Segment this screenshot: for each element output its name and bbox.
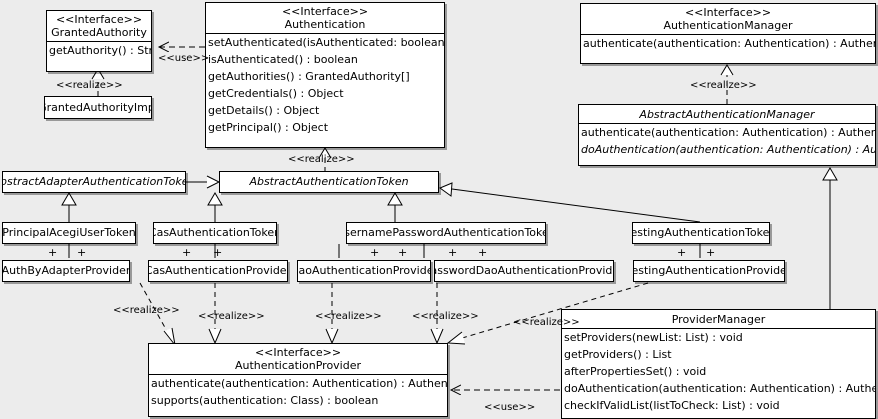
multiplicity-plus: + (182, 246, 192, 259)
operation: afterPropertiesSet() : void (564, 365, 707, 378)
operations-compartment: authenticate(authentication: Authenticat… (149, 374, 447, 409)
stereotype-label: <<Interface>> (684, 6, 772, 19)
class-authentication-provider[interactable]: <<Interface>> AuthenticationProvider aut… (148, 343, 448, 417)
class-name: AuthByAdapterProvider (2, 264, 130, 277)
operation: setAuthenticated(isAuthenticated: boolea… (208, 36, 445, 49)
operation: authenticate(authentication: Authenticat… (583, 37, 875, 50)
class-abstract-adapter-authentication-token[interactable]: AbstractAdapterAuthenticationToken (2, 171, 186, 193)
operations-compartment: setProviders(newList: List) : void getPr… (562, 328, 875, 414)
class-cas-authentication-provider[interactable]: CasAuthenticationProvider (148, 260, 288, 282)
multiplicity-plus: + (77, 246, 87, 259)
operation: getDetails() : Object (208, 104, 320, 117)
stereotype-label: <<Interface>> (55, 13, 143, 26)
class-name: AuthenticationProvider (234, 359, 362, 372)
class-name: AbstractAdapterAuthenticationToken (2, 175, 186, 188)
operation: getPrincipal() : Object (208, 121, 329, 134)
edge-label-realize-password-dao-provider: <<realize>> (412, 311, 479, 322)
edge-label-realize-granted-authority-impl: <<realize>> (56, 80, 123, 91)
edge-label-realize-testing-provider: <<realize>> (513, 317, 580, 328)
class-name: UsernamePasswordAuthenticationToken (346, 226, 546, 239)
class-header: <<Interface>> AuthenticationProvider (149, 344, 447, 374)
operation: doAuthentication(authentication: Authent… (581, 143, 875, 156)
stereotype-label: <<Interface>> (281, 5, 369, 18)
class-name: CasAuthenticationProvider (148, 264, 288, 277)
multiplicity-plus: + (677, 246, 687, 259)
operation: getCredentials() : Object (208, 87, 344, 100)
multiplicity-plus: + (706, 246, 716, 259)
class-name: PrincipalAcegiUserToken (2, 226, 136, 239)
class-name: TestingAuthenticationToken (632, 226, 770, 239)
class-header: <<Interface>> GrantedAuthority (47, 11, 151, 41)
multiplicity-plus: + (48, 246, 58, 259)
operations-compartment: setAuthenticated(isAuthenticated: boolea… (206, 33, 444, 136)
operation: supports(authentication: Class) : boolea… (151, 394, 379, 407)
class-name: DaoAuthenticationProvider (297, 264, 431, 277)
class-provider-manager[interactable]: ProviderManager setProviders(newList: Li… (561, 309, 876, 419)
class-name: CasAuthenticationToken (153, 226, 277, 239)
multiplicity-plus: + (398, 246, 408, 259)
class-name: AbstractAuthenticationToken (249, 175, 409, 188)
class-header: <<Interface>> AuthenticationManager (581, 4, 875, 34)
class-name: GrantedAuthorityImpl (44, 100, 152, 114)
operation: authenticate(authentication: Authenticat… (581, 126, 875, 139)
multiplicity-plus: + (448, 246, 458, 259)
edge-label-use-granted-authority: <<use>> (158, 53, 210, 64)
operations-compartment: authenticate(authentication: Authenticat… (579, 123, 875, 158)
class-username-password-authentication-token[interactable]: UsernamePasswordAuthenticationToken (346, 222, 546, 244)
class-header: ProviderManager (562, 310, 875, 328)
edge-label-realize-abstract-authentication-token: <<realize>> (288, 154, 355, 165)
stereotype-label: <<Interface>> (254, 346, 342, 359)
class-testing-authentication-token[interactable]: TestingAuthenticationToken (632, 222, 770, 244)
class-name: ProviderManager (671, 313, 766, 326)
operation: getProviders() : List (564, 348, 672, 361)
edge-label-realize-dao-provider: <<realize>> (315, 311, 382, 322)
edge-label-realize-abstract-authentication-manager: <<realize>> (690, 80, 757, 91)
class-granted-authority[interactable]: <<Interface>> GrantedAuthority getAuthor… (46, 10, 152, 72)
class-header: AbstractAuthenticationManager (579, 105, 875, 123)
class-authentication-manager[interactable]: <<Interface>> AuthenticationManager auth… (580, 3, 876, 64)
class-name: TestingAuthenticationProvider (633, 264, 785, 277)
operations-compartment: getAuthority() : String (47, 41, 151, 59)
multiplicity-plus: + (478, 246, 488, 259)
class-testing-authentication-provider[interactable]: TestingAuthenticationProvider (633, 260, 785, 282)
operation: getAuthority() : String (49, 44, 152, 57)
operations-compartment: authenticate(authentication: Authenticat… (581, 34, 875, 52)
class-name: PasswordDaoAuthenticationProvider (434, 264, 614, 277)
multiplicity-plus: + (370, 246, 380, 259)
edge-label-realize-cas-provider: <<realize>> (198, 311, 265, 322)
class-name: AbstractAuthenticationManager (639, 108, 815, 121)
class-granted-authority-impl[interactable]: GrantedAuthorityImpl (44, 96, 152, 119)
operation: checkIfValidList(listToCheck: List) : vo… (564, 399, 780, 412)
multiplicity-plus: + (213, 246, 223, 259)
class-name: AuthenticationManager (663, 19, 793, 32)
class-authentication[interactable]: <<Interface>> Authentication setAuthenti… (205, 2, 445, 148)
class-principal-acegi-user-token[interactable]: PrincipalAcegiUserToken (2, 222, 136, 244)
class-header: <<Interface>> Authentication (206, 3, 444, 33)
operation: setProviders(newList: List) : void (564, 331, 743, 344)
class-abstract-authentication-token[interactable]: AbstractAuthenticationToken (219, 171, 439, 193)
class-dao-authentication-provider[interactable]: DaoAuthenticationProvider (297, 260, 431, 282)
class-abstract-authentication-manager[interactable]: AbstractAuthenticationManager authentica… (578, 104, 876, 166)
class-name: Authentication (284, 18, 366, 31)
edge-label-realize-auth-by-adapter-provider: <<realize>> (113, 305, 180, 316)
class-auth-by-adapter-provider[interactable]: AuthByAdapterProvider (2, 260, 130, 282)
operation: getAuthorities() : GrantedAuthority[] (208, 70, 410, 83)
class-name: GrantedAuthority (51, 26, 147, 39)
operation: authenticate(authentication: Authenticat… (151, 377, 448, 390)
operation: isAuthenticated() : boolean (208, 53, 358, 66)
edge-label-use-provider-manager: <<use>> (484, 402, 536, 413)
class-cas-authentication-token[interactable]: CasAuthenticationToken (153, 222, 277, 244)
class-password-dao-authentication-provider[interactable]: PasswordDaoAuthenticationProvider (434, 260, 614, 282)
operation: doAuthentication(authentication: Authent… (564, 382, 875, 395)
